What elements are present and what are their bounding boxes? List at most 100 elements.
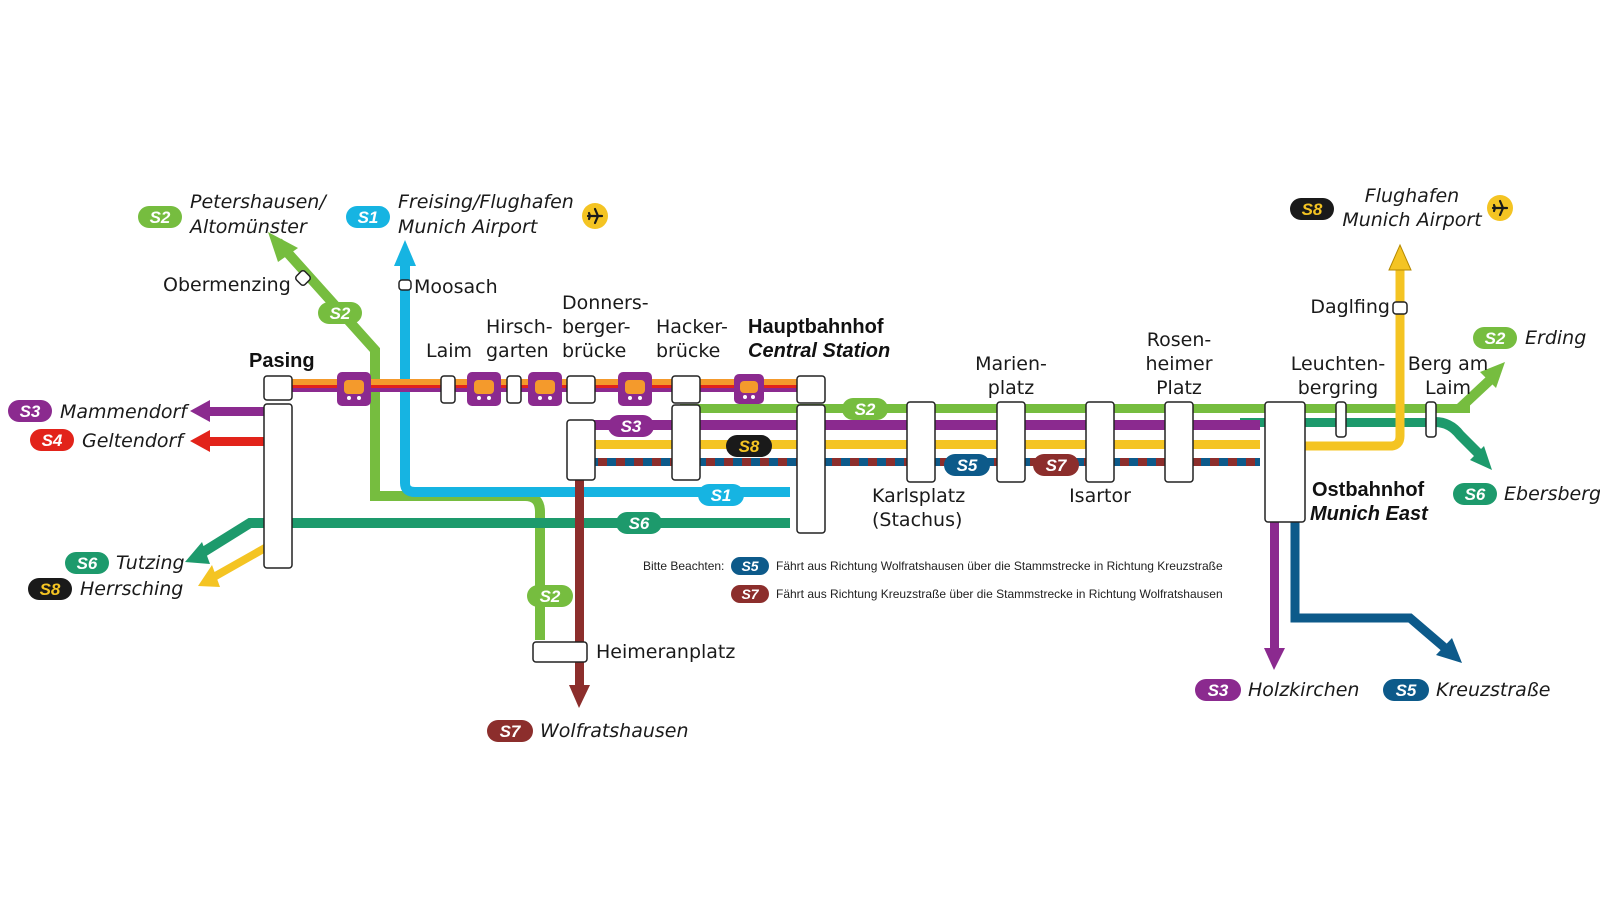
station-karlsplatz[interactable]: [906, 401, 936, 483]
dest-geltendorf: Geltendorf: [82, 430, 186, 452]
label-central-station: Central Station: [748, 340, 890, 362]
badge-s5-core: S5: [944, 454, 990, 476]
label-donnersberger-1: Donners-: [562, 292, 649, 314]
station-hbf[interactable]: [796, 404, 826, 534]
svg-text:S3: S3: [1208, 681, 1229, 700]
badge-s8-core: S8: [726, 435, 772, 457]
notice-s5-text: Fährt aus Richtung Wolfratshausen über d…: [776, 559, 1223, 573]
label-hauptbahnhof: Hauptbahnhof: [748, 316, 884, 338]
badge-s1-freising: S1: [346, 206, 390, 228]
badge-s2-core: S2: [842, 398, 888, 420]
label-rosen-2: heimer: [1145, 353, 1212, 375]
line-s6-east: [1434, 417, 1484, 459]
label-rosen-1: Rosen-: [1147, 329, 1211, 351]
station-isartor[interactable]: [1085, 401, 1115, 483]
station-heimeranplatz[interactable]: [532, 641, 588, 663]
bus-replacement-icon: [528, 372, 562, 406]
arrowhead-s2-petershausen: [268, 232, 298, 262]
svg-text:S5: S5: [741, 558, 758, 574]
station-daglfing[interactable]: [1392, 301, 1408, 315]
label-ostbahnhof: Ostbahnhof: [1312, 479, 1425, 501]
label-hirschgarten-2: garten: [486, 340, 549, 362]
station-pasing-top[interactable]: [263, 375, 293, 401]
bus-replacement-icon: [734, 374, 764, 404]
dest-holzkirchen: Holzkirchen: [1248, 679, 1359, 701]
line-s1: [400, 262, 790, 497]
line-s3-holzkirchen: [1270, 520, 1279, 650]
dest-tutzing: Tutzing: [116, 552, 185, 574]
label-heimeranplatz: Heimeranplatz: [596, 641, 735, 663]
station-laim[interactable]: [440, 375, 456, 404]
svg-text:S2: S2: [150, 208, 171, 227]
station-moosach[interactable]: [398, 279, 412, 291]
svg-text:S7: S7: [500, 722, 522, 741]
bus-replacement-icon: [618, 372, 652, 406]
airplane-icon: [582, 203, 608, 229]
bus-replacement-icon: [467, 372, 501, 406]
badge-s3-holzkirchen: S3: [1195, 679, 1241, 701]
badge-s8-herrsching: S8: [28, 578, 72, 600]
badge-s7-wolfratshausen: S7: [487, 720, 533, 742]
label-laim: Laim: [426, 340, 472, 362]
arrowhead-s7-wolfratshausen: [569, 685, 590, 708]
label-berg-1: Berg am: [1408, 353, 1488, 375]
station-marienplatz[interactable]: [996, 401, 1026, 483]
svg-text:S5: S5: [1396, 681, 1417, 700]
station-obermenzing[interactable]: [295, 270, 312, 287]
notice-badge-s7: S7: [731, 585, 769, 603]
label-karlsplatz-2: (Stachus): [872, 509, 962, 531]
notice-badge-s5: S5: [731, 557, 769, 575]
line-s7-south: [575, 470, 584, 685]
badge-s1-lower: S1: [698, 484, 744, 506]
label-marien-2: platz: [988, 377, 1034, 399]
badge-s2-erding: S2: [1473, 327, 1517, 349]
station-hackerbruecke[interactable]: [671, 375, 701, 404]
station-donnersberger-lower[interactable]: [566, 419, 596, 481]
bus-replacement-icon: [337, 372, 371, 406]
dest-flughafen: Flughafen: [1365, 185, 1459, 207]
label-rosen-3: Platz: [1156, 377, 1202, 399]
notice-heading: Bitte Beachten:: [643, 559, 724, 573]
label-munich-east: Munich East: [1310, 503, 1429, 525]
station-leuchtenbergring[interactable]: [1335, 401, 1347, 438]
station-hbf-top[interactable]: [796, 375, 826, 404]
line-s6-west: [194, 518, 790, 561]
dest-herrsching: Herrsching: [80, 578, 183, 600]
label-hacker-1: Hacker-: [656, 316, 728, 338]
dest-kreuzstrasse: Kreuzstraße: [1436, 679, 1550, 701]
line-s2-west: [274, 238, 545, 640]
dest-mammendorf: Mammendorf: [60, 401, 190, 423]
station-ostbahnhof[interactable]: [1264, 401, 1306, 523]
station-donnersberger[interactable]: [566, 375, 596, 404]
line-s5-kreuzstrasse: [1290, 520, 1448, 652]
station-berg-am-laim[interactable]: [1425, 401, 1437, 438]
svg-text:S2: S2: [1485, 329, 1506, 348]
svg-text:S3: S3: [20, 402, 41, 421]
badge-s7-core: S7: [1033, 454, 1079, 476]
dest-munich-airport-s8: Munich Airport: [1342, 209, 1483, 231]
arrowhead-s6-tutzing: [185, 542, 210, 564]
svg-text:S6: S6: [77, 554, 98, 573]
label-pasing: Pasing: [249, 350, 315, 372]
station-hackerbruecke-lower[interactable]: [671, 404, 701, 481]
station-rosenheimer-platz[interactable]: [1164, 401, 1194, 483]
svg-text:S1: S1: [358, 208, 379, 227]
svg-text:S8: S8: [1302, 200, 1323, 219]
svg-text:S7: S7: [1046, 456, 1068, 475]
notice-s7-text: Fährt aus Richtung Kreuzstraße über die …: [776, 587, 1223, 601]
svg-text:S1: S1: [711, 486, 732, 505]
line-s8-airport: [1270, 270, 1405, 451]
dest-freising: Freising/Flughafen: [398, 191, 574, 213]
line-s4-west: [205, 437, 273, 446]
svg-text:S8: S8: [739, 437, 760, 456]
station-hirschgarten[interactable]: [506, 375, 522, 404]
line-s3-west: [205, 407, 273, 416]
svg-text:S7: S7: [741, 586, 759, 602]
station-pasing[interactable]: [263, 403, 293, 569]
label-berg-2: Laim: [1425, 377, 1471, 399]
dest-petershausen: Petershausen/: [190, 191, 328, 213]
line-s8-west: [208, 544, 269, 582]
label-marien-1: Marien-: [975, 353, 1047, 375]
svg-text:S2: S2: [855, 400, 876, 419]
